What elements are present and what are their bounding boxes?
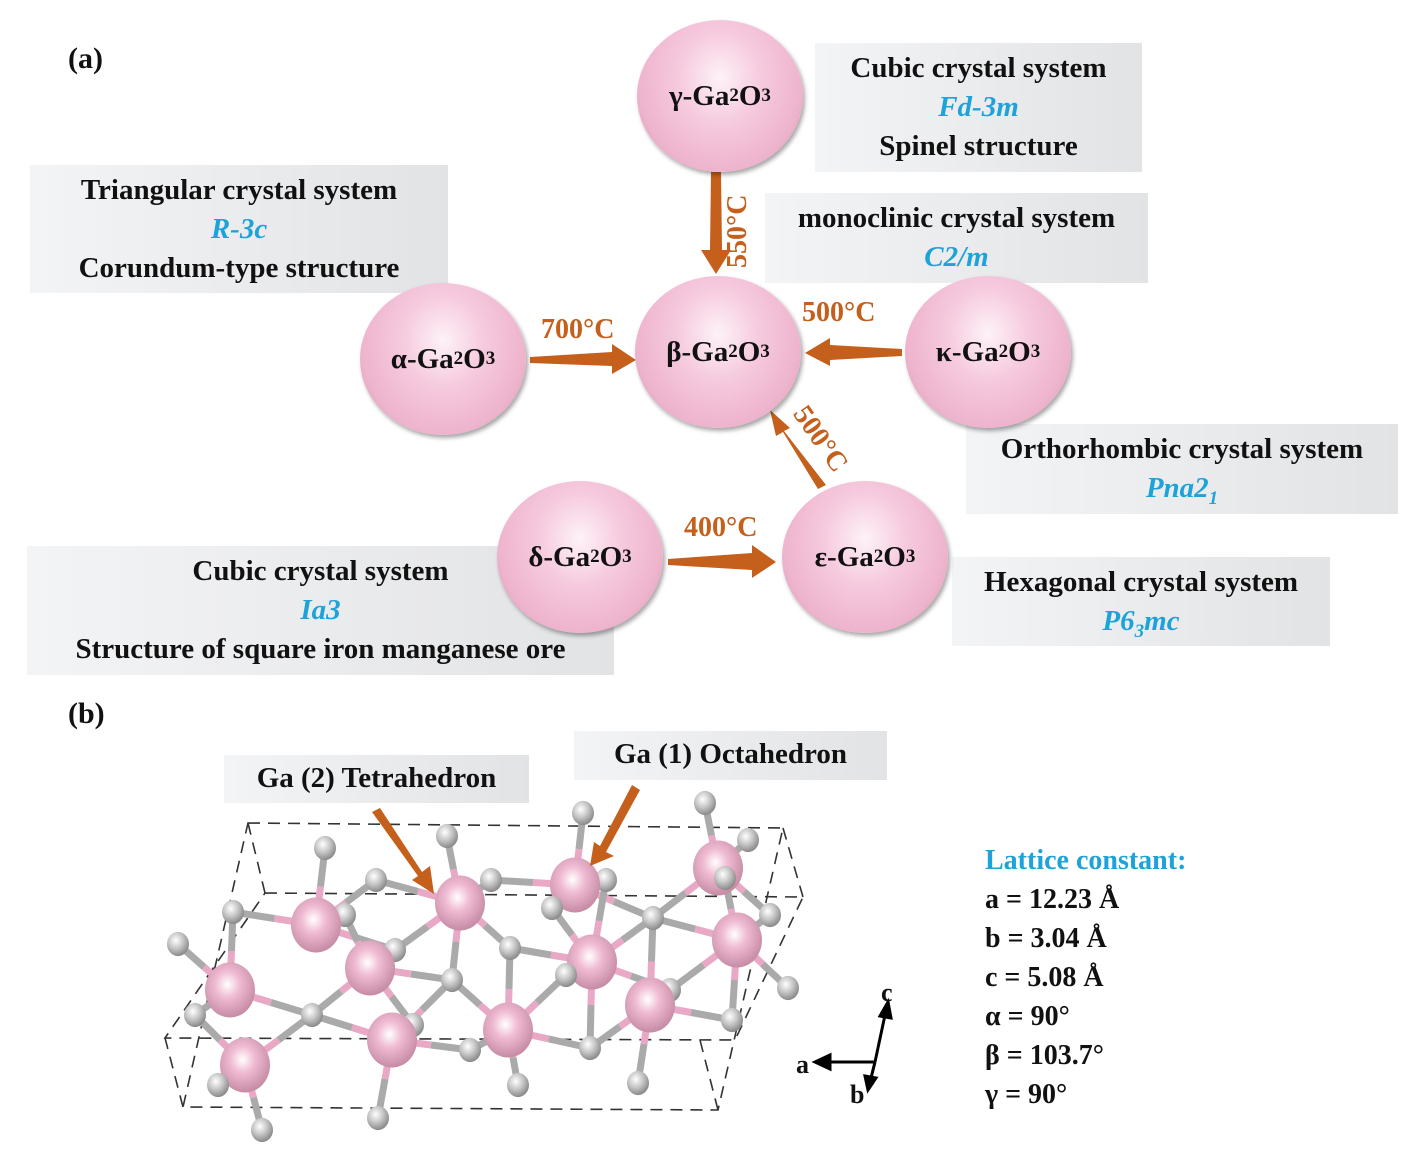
temp-alpha-beta: 700°C	[541, 314, 615, 345]
tetrahedron-pointer-arrow	[372, 808, 434, 894]
oxygen-atom	[480, 867, 502, 893]
oxygen-atom	[694, 790, 716, 816]
gallium-atom	[345, 940, 395, 996]
unit-cell-outline	[163, 822, 805, 1111]
oxygen-atom	[365, 867, 387, 893]
oxygen-atom	[777, 975, 799, 1001]
axis-a-label: a	[796, 1050, 809, 1079]
octahedron-label: Ga (1) Octahedron	[574, 731, 887, 780]
crystal-system: Hexagonal crystal system	[983, 566, 1299, 598]
space-group: Ia3	[300, 594, 341, 626]
oxygen-atom	[459, 1037, 481, 1063]
space-group: Pna21	[1145, 472, 1219, 509]
oxygen-atom	[579, 1035, 601, 1061]
gallium-atom	[712, 912, 762, 968]
space-group: C2/m	[924, 241, 989, 273]
lattice-b: b = 3.04 Å	[985, 923, 1107, 954]
octahedron-pointer-arrow	[590, 785, 640, 866]
gallium-atom	[205, 962, 255, 1018]
oxygen-atom	[222, 899, 244, 925]
arrow-delta-to-epsilon	[668, 545, 776, 578]
oxygen-atom	[301, 1002, 323, 1028]
crystal-system: monoclinic crystal system	[797, 202, 1116, 234]
arrow-gamma-to-beta	[701, 172, 731, 274]
oxygen-atom	[759, 902, 781, 928]
gallium-atom	[550, 857, 600, 913]
gallium-atom	[567, 934, 617, 990]
gallium-atom	[625, 977, 675, 1033]
oxygen-atom	[541, 895, 563, 921]
crystal-system: Triangular crystal system	[80, 174, 398, 206]
lattice-gamma: γ = 90°	[985, 1079, 1068, 1110]
axis-indicator	[811, 997, 893, 1094]
epsilon-info-box: Hexagonal crystal system P63mc	[952, 557, 1330, 646]
gallium-atom	[435, 875, 485, 931]
structure-type: Corundum-type structure	[78, 252, 400, 284]
crystal-system: Orthorhombic crystal system	[1000, 433, 1364, 465]
crystal-system: Cubic crystal system	[192, 555, 449, 587]
gamma-info-box: Cubic crystal system Fd-3m Spinel struct…	[815, 43, 1142, 172]
arrow-alpha-to-beta	[530, 344, 636, 374]
temp-delta-epsilon: 400°C	[684, 512, 758, 543]
lattice-alpha: α = 90°	[985, 1001, 1070, 1032]
structure-type: Spinel structure	[879, 130, 1078, 162]
arrow-epsilon-to-beta	[770, 410, 826, 489]
panel-b-label: (b)	[68, 697, 105, 730]
space-group: R-3c	[210, 213, 268, 245]
oxygen-atom	[441, 967, 463, 993]
axis-c-label: c	[881, 978, 893, 1007]
oxygen-atom	[167, 931, 189, 957]
oxygen-atom	[184, 1002, 206, 1028]
space-group: Fd-3m	[938, 91, 1019, 123]
space-group: P63mc	[1102, 605, 1180, 642]
gallium-atom	[367, 1012, 417, 1068]
beta-info-box: monoclinic crystal system C2/m	[765, 193, 1148, 283]
alpha-info-box: Triangular crystal system R-3c Corundum-…	[30, 165, 448, 293]
panel-a-label: (a)	[68, 42, 103, 75]
lattice-title: Lattice constant:	[985, 845, 1187, 876]
kappa-info-box: Orthorhombic crystal system Pna21	[966, 424, 1398, 514]
gallium-atom	[483, 1002, 533, 1058]
lattice-beta: β = 103.7°	[985, 1040, 1104, 1071]
oxygen-atom	[595, 867, 617, 893]
oxygen-atom	[367, 1105, 389, 1131]
oxygen-atom	[555, 962, 577, 988]
arrow-kappa-to-beta	[805, 338, 902, 366]
temp-kappa-beta: 500°C	[802, 297, 876, 328]
lattice-a: a = 12.23 Å	[985, 884, 1120, 915]
lattice-c: c = 5.08 Å	[985, 962, 1104, 993]
oxygen-atom	[642, 905, 664, 931]
oxygen-atom	[507, 1072, 529, 1098]
axis-b-label: b	[850, 1080, 865, 1109]
oxygen-atom	[499, 935, 521, 961]
oxygen-atom	[314, 835, 336, 861]
tetrahedron-label: Ga (2) Tetrahedron	[224, 755, 529, 803]
gallium-atom	[291, 897, 341, 953]
oxygen-atom	[251, 1117, 273, 1143]
oxygen-atom	[627, 1070, 649, 1096]
gallium-atom	[220, 1037, 270, 1093]
oxygen-atom	[207, 1072, 229, 1098]
crystal-system: Cubic crystal system	[850, 52, 1107, 84]
structure-type: Structure of square iron manganese ore	[75, 633, 566, 665]
oxygen-atom	[714, 865, 736, 891]
oxygen-atom	[572, 800, 594, 826]
oxygen-atom	[721, 1007, 743, 1033]
oxygen-atom	[436, 823, 458, 849]
oxygen-atom	[737, 827, 759, 853]
